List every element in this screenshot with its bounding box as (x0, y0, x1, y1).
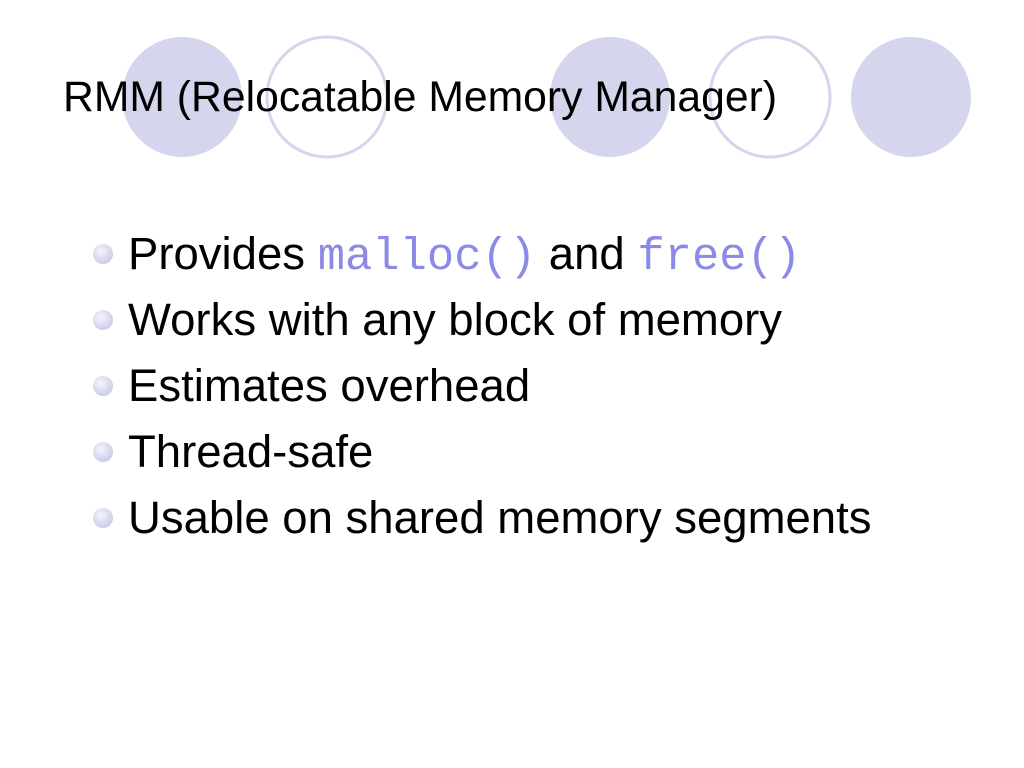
bullet-list: Provides malloc() and free() Works with … (0, 221, 1024, 551)
code-malloc: malloc() (317, 231, 537, 283)
bullet-item: Works with any block of memory (0, 287, 1024, 353)
bullet-dot-icon (93, 376, 113, 396)
bullet-item: Usable on shared memory segments (0, 485, 1024, 551)
decor-circle-filled (550, 37, 670, 157)
bullet-text: Estimates overhead (128, 360, 531, 411)
bullet-dot-icon (93, 310, 113, 330)
bullet-item: Estimates overhead (0, 353, 1024, 419)
bullet-text: Thread-safe (128, 426, 374, 477)
bullet-item: Thread-safe (0, 419, 1024, 485)
bullet-dot-icon (93, 442, 113, 462)
code-free: free() (637, 231, 802, 283)
decorative-circles (122, 35, 971, 159)
bullet-dot-icon (93, 244, 113, 264)
decor-circle-filled (122, 37, 242, 157)
bullet-text-and: and (548, 228, 625, 279)
decor-circle-filled (851, 37, 971, 157)
slide-title: RMM (Relocatable Memory Manager) (63, 73, 778, 121)
decor-circle-outline (708, 35, 832, 159)
bullet-text: Works with any block of memory (128, 294, 783, 345)
bullet-dot-icon (93, 508, 113, 528)
bullet-item: Provides malloc() and free() (0, 221, 1024, 287)
decor-circle-outline (265, 35, 389, 159)
bullet-text: Provides (128, 228, 306, 279)
bullet-text: Usable on shared memory segments (128, 492, 872, 543)
